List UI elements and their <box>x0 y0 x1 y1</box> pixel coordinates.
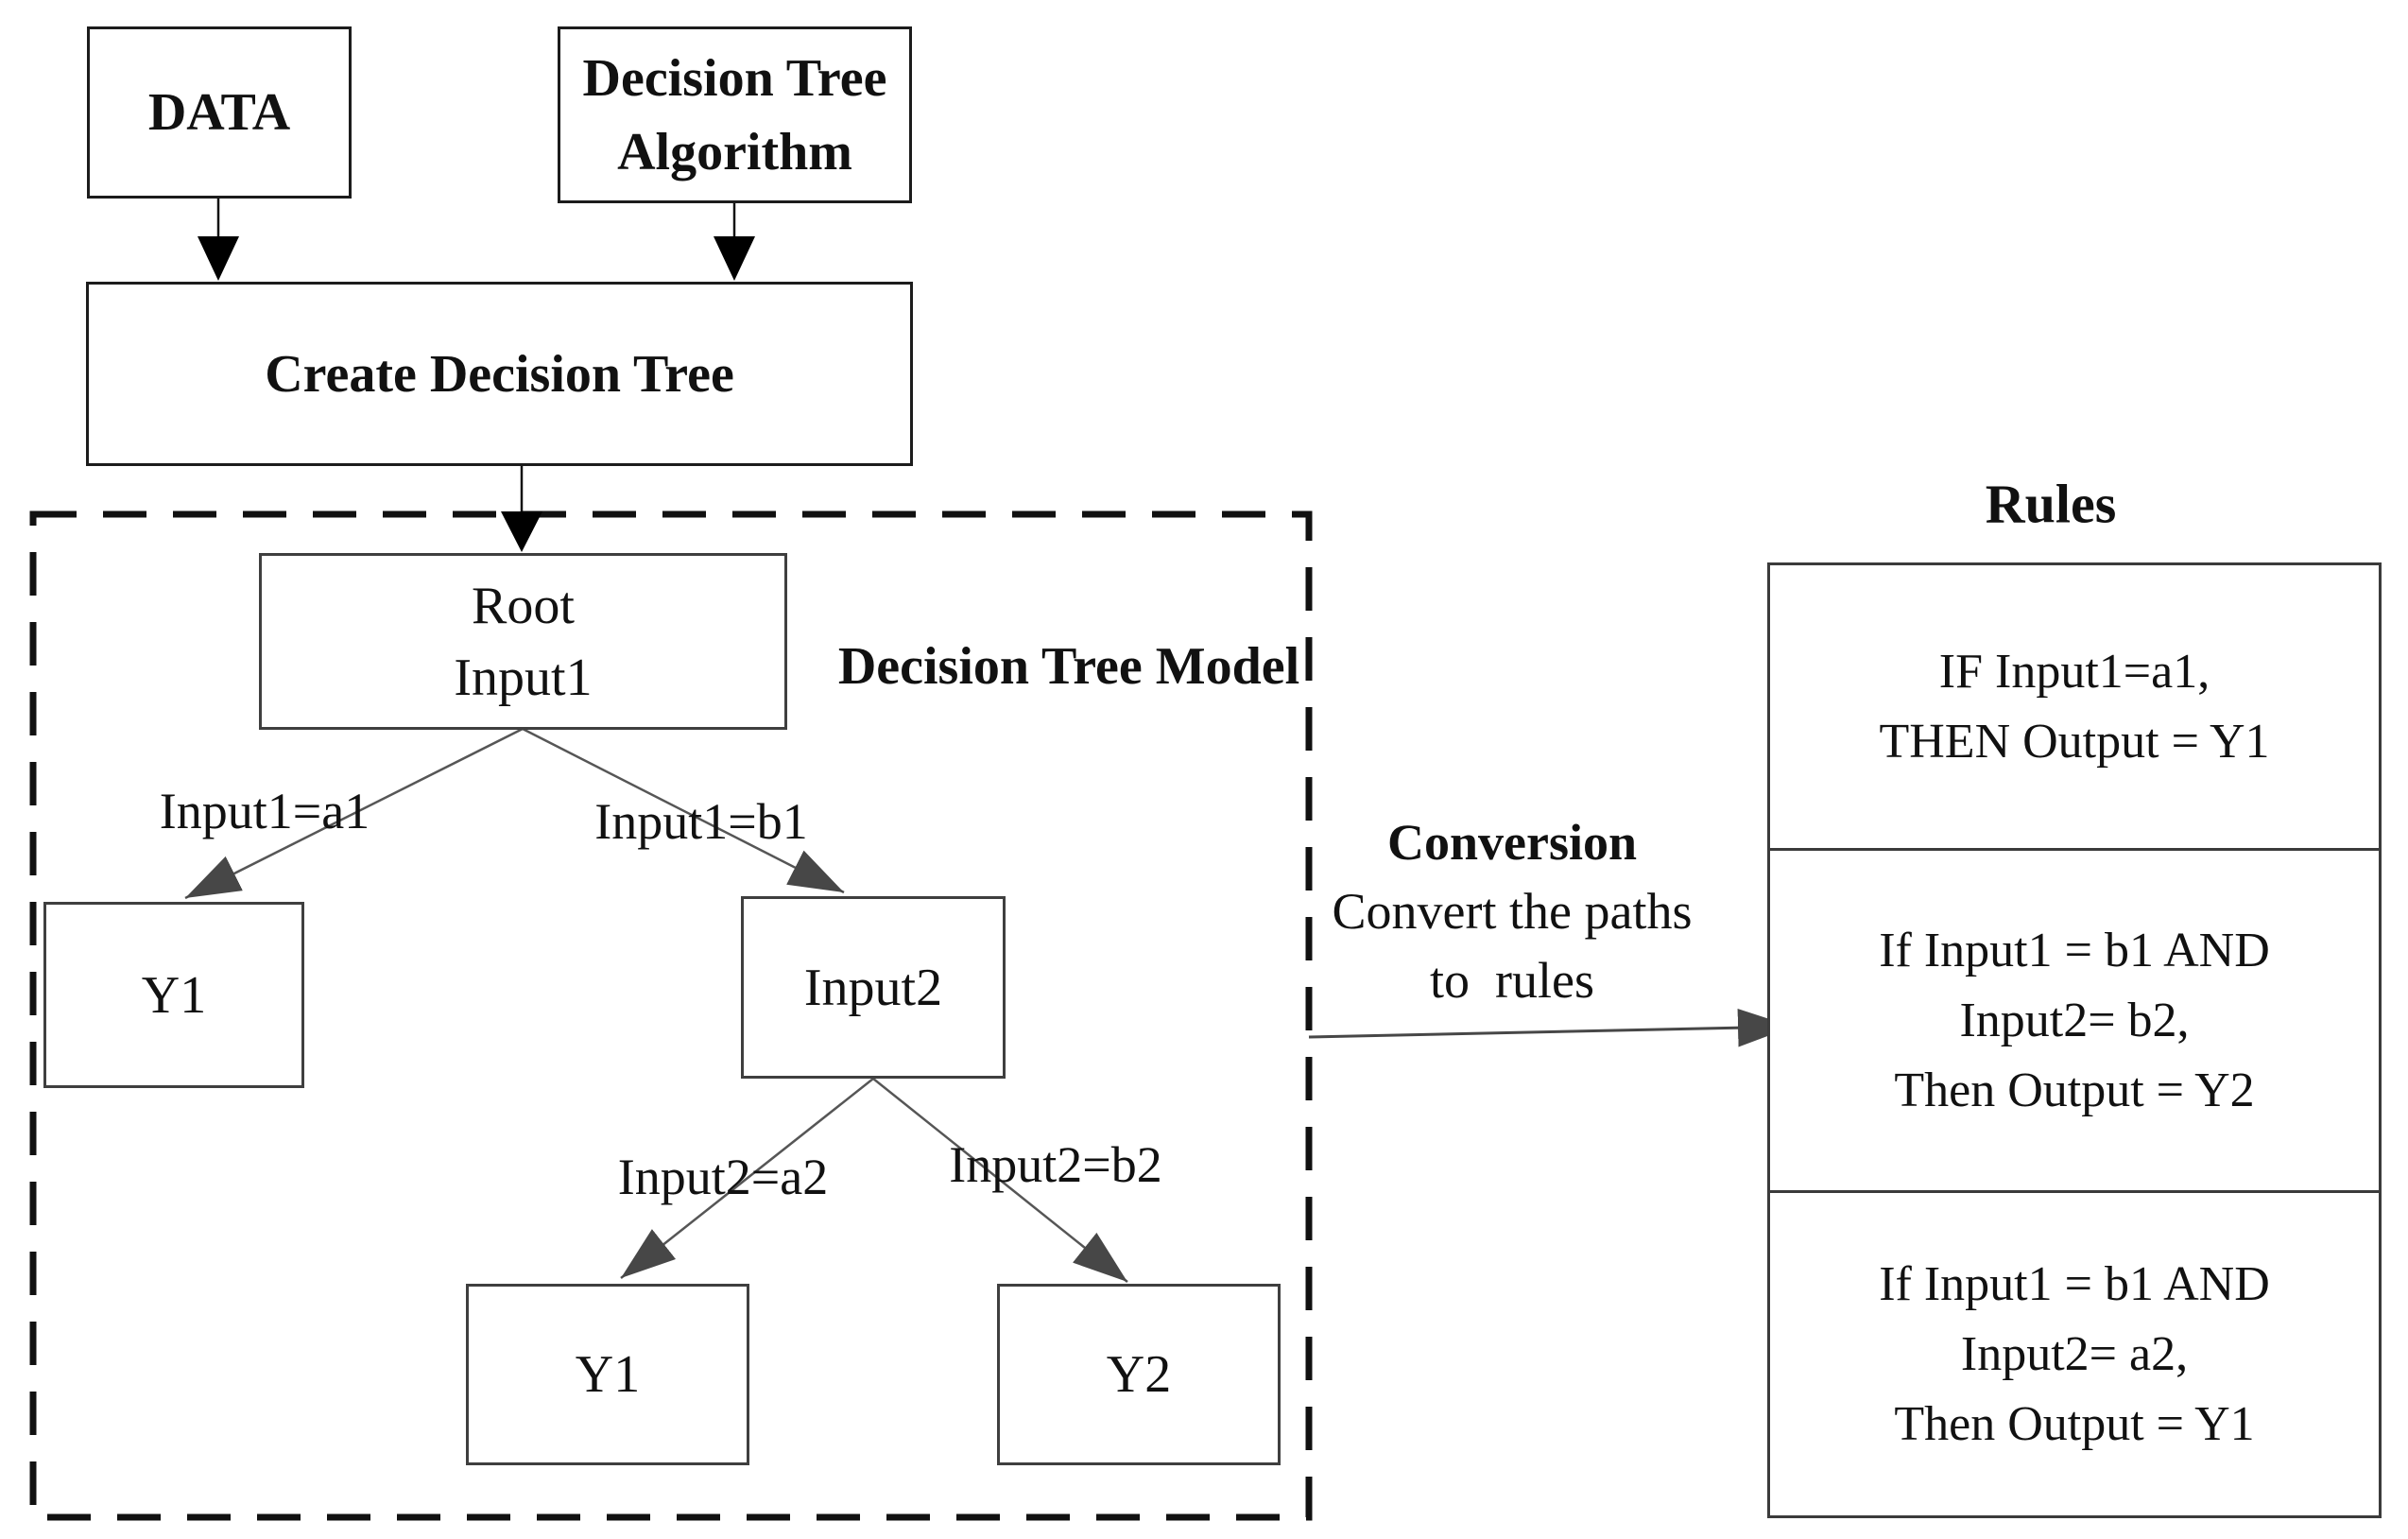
edge-label-input2-a2: Input2=a2 <box>617 1149 829 1205</box>
root-node-line2: Input1 <box>454 648 593 707</box>
y1-left-node-box: Y1 <box>43 902 304 1088</box>
data-box-label: DATA <box>147 83 291 142</box>
edge-label-input2-b2: Input2=b2 <box>949 1136 1162 1193</box>
rules-table: IF Input1=a1, THEN Output = Y1 If Input1… <box>1767 562 2382 1518</box>
branch-input2-b2 <box>872 1078 1128 1283</box>
create-decision-tree-box: Create Decision Tree <box>86 282 913 466</box>
y2-node-box: Y2 <box>997 1284 1281 1465</box>
edge-label-input1-b1: Input1=b1 <box>594 793 808 850</box>
rule-row-1: IF Input1=a1, THEN Output = Y1 <box>1770 565 2379 848</box>
rules-title: Rules <box>1985 473 2117 535</box>
branch-input1-a1 <box>184 727 524 900</box>
create-decision-tree-label: Create Decision Tree <box>265 344 734 404</box>
rule-3-line-1: If Input1 = b1 AND <box>1879 1256 2270 1311</box>
y1-bottom-node-box: Y1 <box>466 1284 749 1465</box>
branch-input1-b1 <box>522 727 845 894</box>
rule-1-line-1: IF Input1=a1, <box>1938 644 2210 699</box>
data-box: DATA <box>87 26 352 199</box>
edge-label-input1-a1: Input1=a1 <box>159 783 370 839</box>
rule-3-line-3: Then Output = Y1 <box>1894 1396 2255 1451</box>
conversion-annotation: Conversion Convert the paths to rules <box>1304 808 1720 1015</box>
root-node-line1: Root <box>472 576 575 635</box>
algorithm-box-line1: Decision Tree <box>582 48 887 108</box>
rule-2-line-2: Input2= b2, <box>1959 993 2190 1047</box>
rule-row-3: If Input1 = b1 AND Input2= a2, Then Outp… <box>1770 1190 2379 1515</box>
branch-input2-a2 <box>620 1078 874 1279</box>
decision-tree-model-dashed-border <box>29 510 1313 1521</box>
algorithm-box: Decision Tree Algorithm <box>558 26 912 203</box>
conversion-line1: Convert the paths <box>1332 883 1693 940</box>
rule-1-line-2: THEN Output = Y1 <box>1879 714 2270 769</box>
conversion-title: Conversion <box>1386 814 1637 871</box>
y1-bottom-node-label: Y1 <box>575 1345 641 1404</box>
rule-2-line-3: Then Output = Y2 <box>1894 1063 2255 1117</box>
arrowhead-algorithm-to-create-icon <box>714 236 755 281</box>
decision-tree-model-label: Decision Tree Model <box>837 637 1300 696</box>
root-node-box: Root Input1 <box>259 553 787 730</box>
y1-left-node-label: Y1 <box>141 965 207 1025</box>
algorithm-box-line2: Algorithm <box>617 122 852 182</box>
input2-node-label: Input2 <box>803 958 943 1017</box>
y2-node-label: Y2 <box>1106 1345 1172 1404</box>
arrow-conversion-to-rules <box>1308 1008 1794 1047</box>
rule-row-2: If Input1 = b1 AND Input2= b2, Then Outp… <box>1770 848 2379 1190</box>
input2-node-box: Input2 <box>741 896 1006 1079</box>
arrowhead-data-to-create-icon <box>198 236 239 281</box>
conversion-line2: to rules <box>1430 952 1594 1009</box>
arrowhead-create-to-root-icon <box>501 511 542 552</box>
rule-3-line-2: Input2= a2, <box>1960 1326 2189 1381</box>
rule-2-line-1: If Input1 = b1 AND <box>1879 923 2270 977</box>
